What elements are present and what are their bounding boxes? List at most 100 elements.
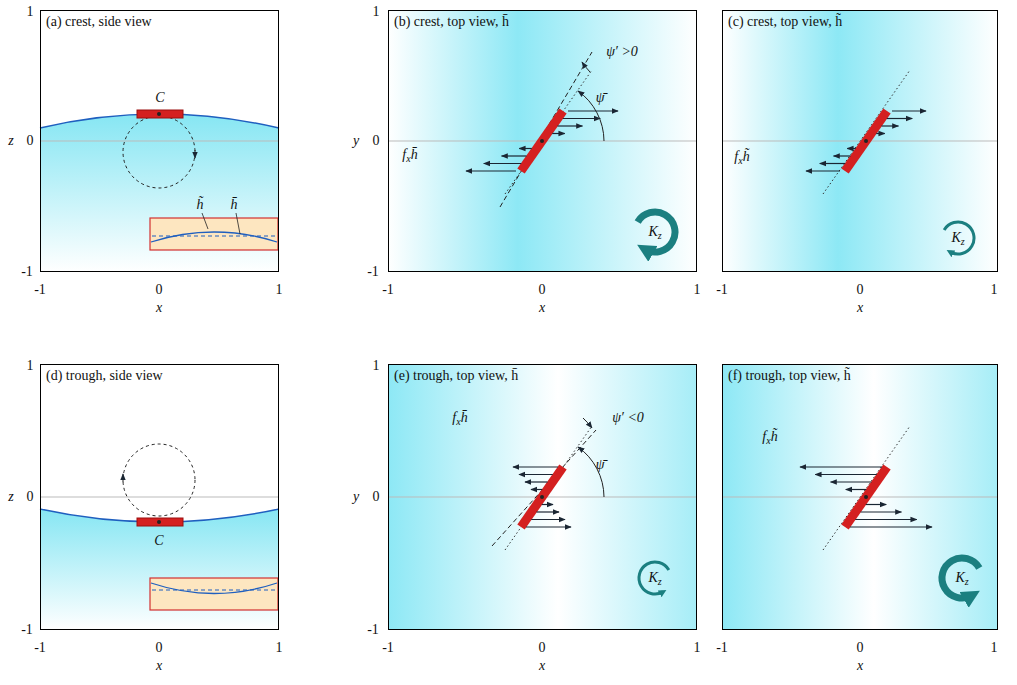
axis-variable: ψ′ <0 (612, 411, 644, 425)
tick-label: 0 (539, 283, 546, 297)
math-symbol: Kz (951, 231, 964, 245)
art-line (195, 150, 196, 158)
tick-label: -1 (34, 641, 46, 655)
art-line (505, 426, 592, 550)
art-rect (137, 518, 183, 526)
art-circle (123, 116, 195, 188)
math-symbol: Kz (648, 225, 661, 239)
axis-variable: x (539, 659, 545, 673)
tick-label: 1 (991, 641, 998, 655)
panel-b-art (388, 10, 697, 272)
force-arrow (800, 466, 882, 467)
axis-variable: y (353, 490, 359, 504)
tick-label: 0 (539, 641, 546, 655)
force-arrow (484, 163, 522, 164)
panel-f-art (722, 364, 998, 630)
rotation-arrow (944, 222, 974, 254)
force-arrow (531, 519, 565, 520)
math-symbol: fxh̃ (734, 150, 749, 164)
plot-panel: (e) trough, top view, h̄ (388, 364, 697, 630)
art-line (40, 141, 279, 142)
math-symbol: fxh̄ (452, 411, 467, 425)
art-line (152, 590, 276, 591)
force-arrow (537, 511, 560, 512)
plot-panel: (a) crest, side view (40, 10, 279, 272)
tick-label: 0 (373, 134, 380, 148)
tick-label: 0 (27, 490, 34, 504)
panel-d-art (40, 444, 279, 630)
tick-label: -1 (21, 623, 33, 637)
panel-title: (b) crest, top view, h̄ (394, 14, 509, 30)
art-line (492, 430, 596, 546)
force-arrow (531, 489, 542, 490)
art-line (123, 474, 124, 482)
axis-variable: z (8, 134, 13, 148)
panel-title: (f) trough, top view, h̃ (728, 368, 851, 384)
tick-label: 1 (373, 359, 380, 373)
art-circle (123, 444, 195, 516)
art-line (500, 52, 592, 207)
force-arrow (820, 163, 846, 164)
art-path (582, 62, 590, 72)
art-line (40, 497, 279, 498)
art-line (505, 70, 592, 194)
tick-label: -1 (367, 623, 379, 637)
art-circle (540, 495, 544, 499)
force-arrow (542, 504, 553, 505)
art-path (40, 509, 279, 630)
art-rect (722, 364, 998, 630)
panel-c-art (722, 10, 998, 272)
art-line (823, 426, 910, 550)
tick-label: 1 (373, 5, 380, 19)
force-arrow (834, 155, 851, 156)
art-path (40, 114, 279, 272)
tick-label: 1 (694, 283, 701, 297)
force-arrow (815, 474, 877, 475)
force-arrow (466, 170, 516, 171)
tick-label: 0 (857, 641, 864, 655)
axis-variable: z (8, 490, 13, 504)
force-arrow (831, 481, 872, 482)
tick-label: 1 (276, 641, 283, 655)
art-line (845, 467, 887, 527)
art-line (521, 467, 563, 527)
tick-label: 0 (27, 134, 34, 148)
axis-variable: ψ̄ (596, 91, 605, 105)
math-symbol: Kz (955, 571, 968, 585)
art-circle (540, 139, 544, 143)
force-arrow (563, 118, 601, 119)
axis-variable: x (156, 301, 162, 315)
axis-variable: y (353, 134, 359, 148)
panel-title: (c) crest, top view, h̃ (728, 14, 842, 30)
rotation-arrow (942, 558, 979, 598)
axis-variable: x (857, 301, 863, 315)
art-circle (157, 112, 161, 116)
art-line (202, 213, 208, 229)
force-arrow (525, 481, 548, 482)
plot-panel: (d) trough, side view (40, 364, 279, 630)
art-rect (722, 10, 998, 272)
axis-variable: ψ′ >0 (606, 45, 638, 59)
axis-variable: x (539, 301, 545, 315)
force-arrow (552, 133, 565, 134)
force-arrow (866, 504, 887, 505)
art-circle (157, 520, 161, 524)
force-arrow (519, 148, 532, 149)
tick-label: 1 (27, 359, 34, 373)
tick-label: -1 (34, 283, 46, 297)
tick-label: 0 (373, 490, 380, 504)
force-arrow (847, 148, 856, 149)
force-arrow (876, 133, 885, 134)
art-path (578, 91, 604, 141)
tick-label: -1 (716, 641, 728, 655)
axis-variable: x (156, 659, 162, 673)
tick-label: 0 (857, 283, 864, 297)
tick-label: -1 (21, 265, 33, 279)
math-symbol: Kz (648, 571, 661, 585)
rotation-arrow (639, 562, 669, 594)
math-symbol: fxh̃ (762, 430, 777, 444)
force-arrow (882, 125, 899, 126)
tick-label: -1 (716, 283, 728, 297)
